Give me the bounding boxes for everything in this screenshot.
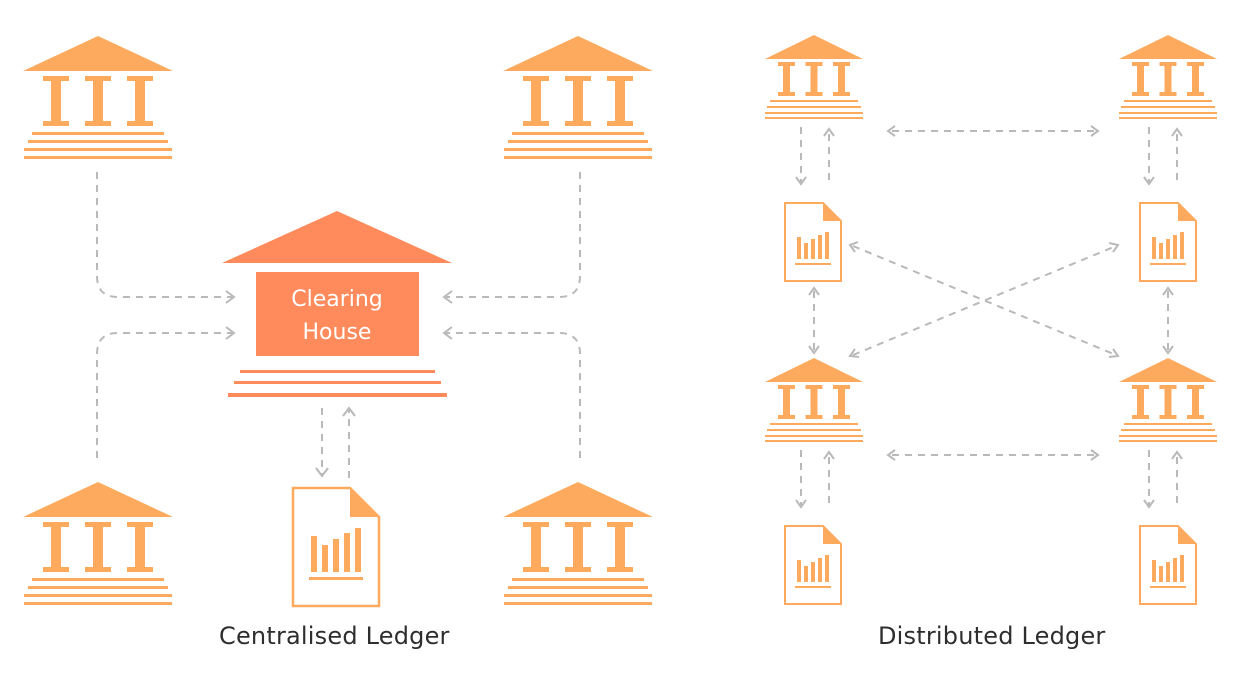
bank-icon-node-3: [765, 358, 863, 442]
ledger-document-icon-node-3: [784, 525, 842, 605]
ledger-document-icon-node-2: [1139, 202, 1197, 282]
ledger-document-icon-node-4: [1139, 525, 1197, 605]
ledger-document-icon-central: [291, 486, 381, 608]
bank-icon-node-2: [1119, 35, 1217, 119]
bank-icon-top-left: [23, 36, 173, 159]
clearing-house-label-line2: House: [303, 320, 372, 345]
bank-icon-top-right: [503, 36, 653, 159]
ledger-document-icon-node-1: [784, 202, 842, 282]
distributed-ledger-diagram: [765, 35, 1217, 605]
centralised-ledger-diagram: Clearing House: [23, 36, 653, 608]
distributed-ledger-caption: Distributed Ledger: [878, 622, 1106, 650]
clearing-house-label-line1: Clearing: [291, 287, 383, 312]
bank-icon-node-1: [765, 35, 863, 119]
centralised-connectors: [96, 172, 581, 478]
bank-icon-bottom-left: [23, 482, 173, 605]
bank-icon-node-4: [1119, 358, 1217, 442]
distributed-connectors: [795, 125, 1183, 509]
clearing-house-icon: Clearing House: [222, 211, 452, 397]
bank-icon-bottom-right: [503, 482, 653, 605]
centralised-ledger-caption: Centralised Ledger: [219, 622, 450, 650]
